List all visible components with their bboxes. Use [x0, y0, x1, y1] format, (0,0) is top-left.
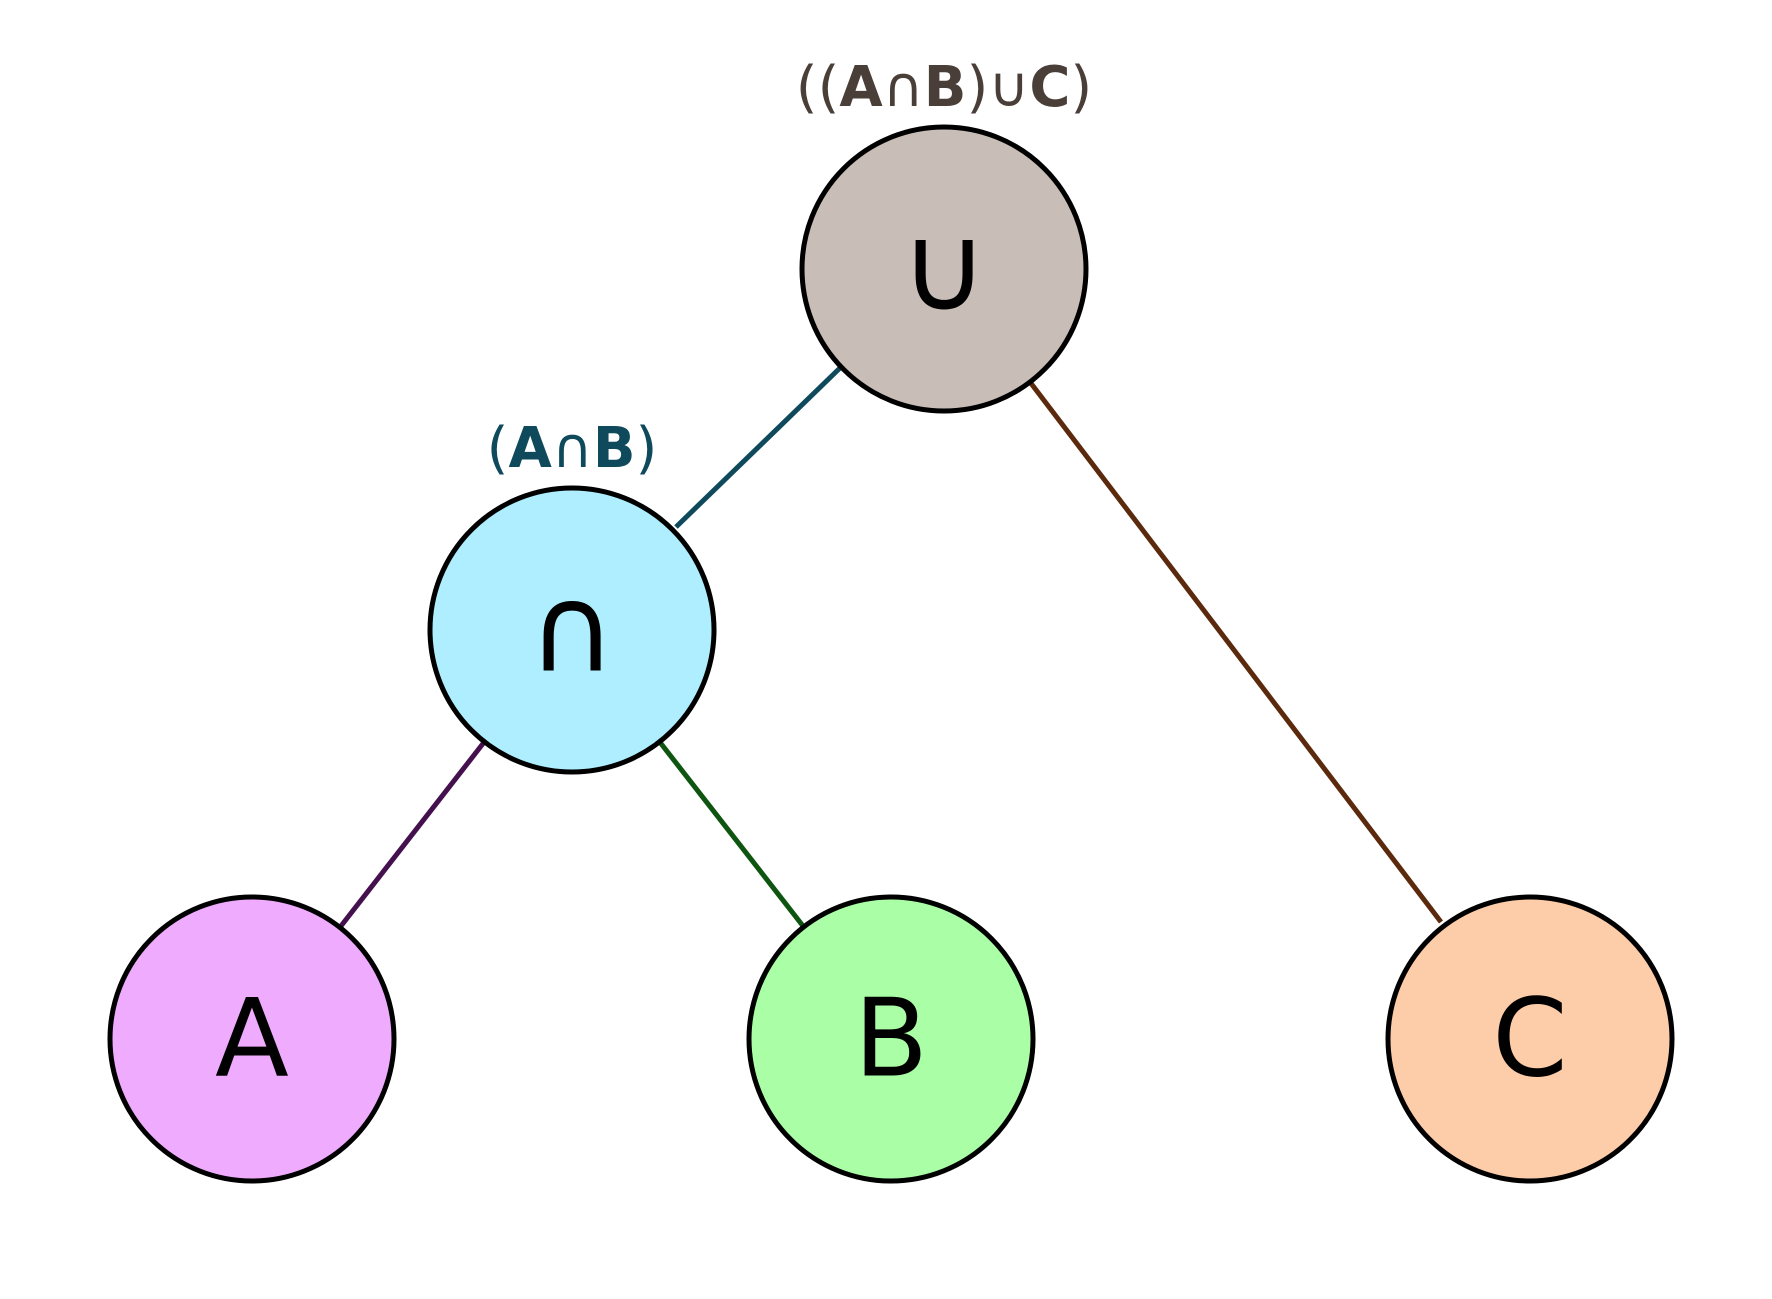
intersection-expression-label: (A∩B)	[487, 416, 658, 481]
edge-root-c	[1028, 380, 1443, 924]
int-label-a: A	[508, 416, 552, 481]
edge-intersect-a	[339, 739, 487, 928]
root-label-open: ((	[796, 55, 840, 120]
edge-intersect-b	[657, 739, 805, 928]
int-label-close: )	[636, 416, 658, 481]
root-expression-label: ((A∩B)∪C)	[796, 55, 1093, 120]
edge-root-intersect	[674, 365, 843, 529]
root-label-close: )	[1070, 55, 1092, 120]
root-label-op2: ∪	[988, 55, 1029, 120]
node-intersection: ∩ (A∩B)	[427, 416, 717, 775]
node-b: B	[746, 894, 1036, 1184]
node-a-circle	[107, 894, 397, 1184]
node-union: ∪ ((A∩B)∪C)	[796, 55, 1093, 414]
node-a: A	[107, 894, 397, 1184]
node-c: C	[1385, 894, 1675, 1184]
node-c-letter: C	[1492, 977, 1567, 1102]
node-union-circle	[799, 124, 1089, 414]
node-b-letter: B	[854, 977, 928, 1102]
intersection-symbol: ∩	[528, 561, 616, 700]
root-label-a: A	[839, 55, 883, 120]
int-label-open: (	[487, 416, 509, 481]
node-intersection-circle	[427, 485, 717, 775]
root-label-op1: ∩	[883, 55, 924, 120]
int-label-op: ∩	[552, 416, 593, 481]
root-label-c: C	[1029, 55, 1070, 120]
root-label-b: B	[924, 55, 967, 120]
int-label-b: B	[593, 416, 636, 481]
node-a-letter: A	[215, 977, 289, 1102]
node-c-circle	[1385, 894, 1675, 1184]
root-label-mid: )	[966, 55, 988, 120]
node-b-circle	[746, 894, 1036, 1184]
union-symbol: ∪	[900, 200, 988, 339]
